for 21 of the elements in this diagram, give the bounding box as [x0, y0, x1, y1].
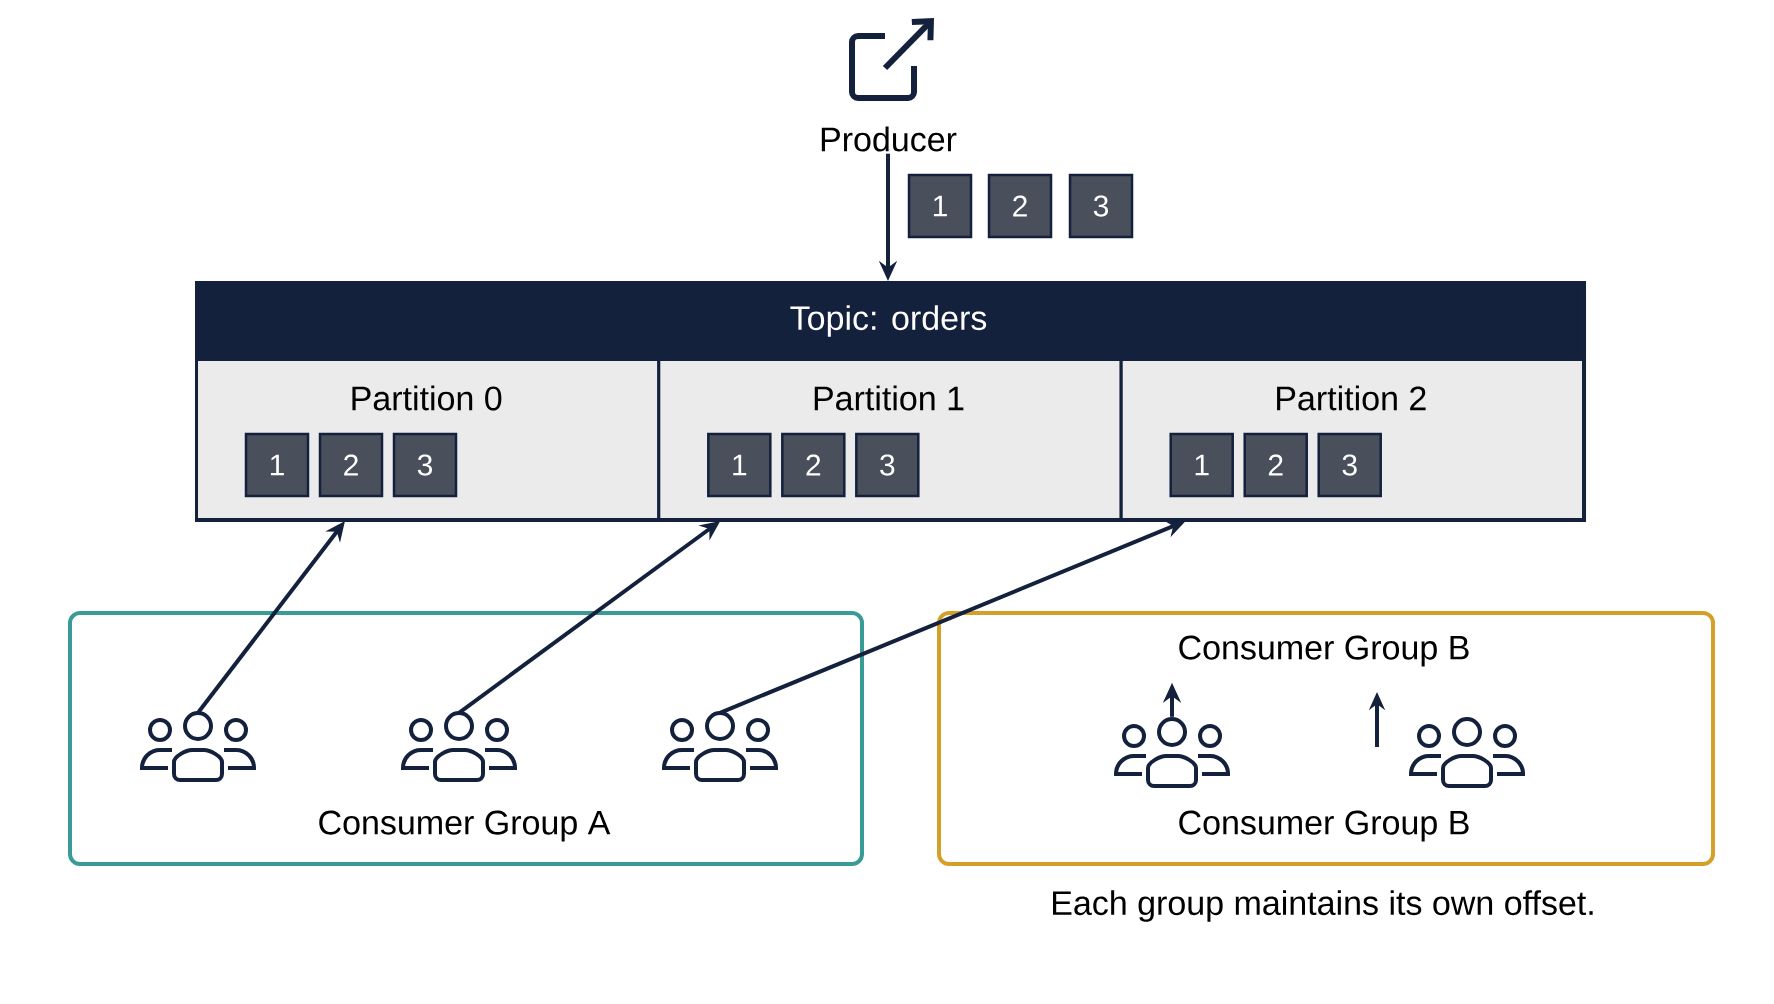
message-box: 2 [781, 432, 846, 498]
message-box: 3 [855, 432, 920, 498]
message-box: 3 [1068, 173, 1134, 239]
message-box: 3 [392, 432, 458, 498]
note-text: Each group maintains its own offset. [1053, 890, 1593, 922]
message-box: 1 [907, 173, 973, 239]
group-box: Consumer Group A [68, 611, 864, 866]
people-icon [1409, 717, 1525, 788]
people-icon [140, 711, 256, 782]
people-icon [1114, 717, 1230, 788]
message-box: 3 [1317, 432, 1382, 498]
group-box: Consumer Group B Consumer Group B [937, 611, 1715, 866]
people-icon [662, 711, 778, 782]
message-box: 2 [987, 173, 1053, 239]
message-box: 2 [318, 432, 384, 498]
message-box: 1 [244, 432, 310, 498]
message-box: 1 [1169, 432, 1234, 498]
message-box: 1 [707, 432, 772, 498]
message-box: 2 [1243, 432, 1308, 498]
producer-label: Producer [821, 126, 957, 152]
people-icon [401, 711, 517, 782]
